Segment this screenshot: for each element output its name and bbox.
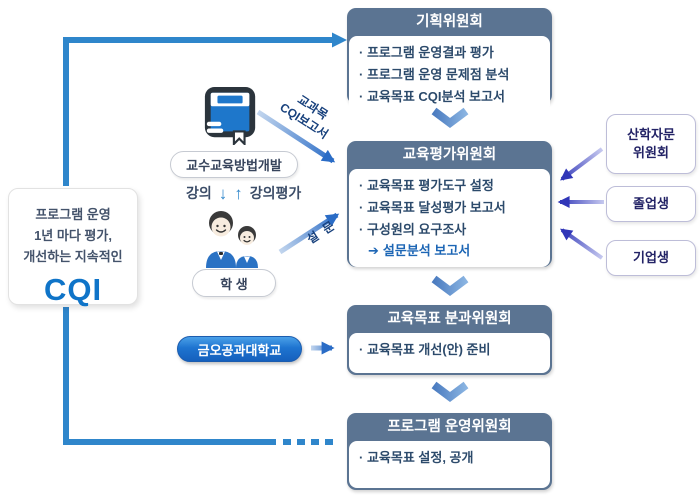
industry-arrow <box>560 228 604 260</box>
arrow-up-icon: ↑ <box>234 183 243 203</box>
cqi-summary-box: 프로그램 운영 1년 마다 평가, 개선하는 지속적인 CQI <box>8 188 138 308</box>
cqi-line: 프로그램 운영 <box>35 207 111 222</box>
survey-arrow <box>278 212 340 255</box>
teaching-method-pill: 교수교육방법개발 <box>170 151 298 178</box>
lecture-label: 강의 <box>186 185 212 201</box>
university-pill: 금오공과대학교 <box>177 336 302 362</box>
students-label: 학 생 <box>220 276 248 292</box>
stakeholder-box-industry: 기업생 <box>606 240 696 276</box>
loop-arrowhead-icon <box>332 32 347 48</box>
chevron-down-icon <box>431 381 469 402</box>
committee-item: 프로그램 운영결과 평가 <box>359 42 540 64</box>
committee-box-planning: 기획위원회 프로그램 운영결과 평가 프로그램 운영 문제점 분석 교육목표 C… <box>347 8 552 114</box>
advisory-arrow <box>560 147 604 181</box>
committee-sub-item-label: 설문분석 보고서 <box>382 243 471 259</box>
committee-item: 교육목표 설정, 공개 <box>359 447 540 469</box>
stakeholder-label: 기업생 <box>633 250 669 266</box>
stakeholder-box-advisory: 산학자문 위원회 <box>606 114 696 174</box>
committee-item: 교육목표 달성평가 보고서 <box>359 197 540 219</box>
stakeholder-box-graduates: 졸업생 <box>606 186 696 222</box>
committee-body: 프로그램 운영결과 평가 프로그램 운영 문제점 분석 교육목표 CQI분석 보… <box>349 36 550 114</box>
committee-box-objectives: 교육목표 분과위원회 교육목표 개선(안) 준비 <box>347 305 552 375</box>
university-label: 금오공과대학교 <box>197 342 282 358</box>
committee-box-operation: 프로그램 운영위원회 교육목표 설정, 공개 <box>347 413 552 490</box>
committee-item: 구성원의 요구조사 <box>359 219 540 241</box>
students-icon <box>206 211 258 268</box>
chevron-down-icon <box>431 107 469 128</box>
committee-title: 기획위원회 <box>416 14 483 30</box>
committee-item: 교육목표 CQI분석 보고서 <box>359 86 540 108</box>
committee-body: 교육목표 평가도구 설정 교육목표 달성평가 보고서 구성원의 요구조사 ➔설문… <box>349 169 550 268</box>
cqi-line: 개선하는 지속적인 <box>23 248 123 264</box>
committee-box-evaluation: 교육평가위원회 교육목표 평가도구 설정 교육목표 달성평가 보고서 구성원의 … <box>347 141 552 268</box>
committee-title: 교육평가위원회 <box>402 147 497 163</box>
cqi-acronym: CQI <box>43 272 103 308</box>
committee-item: 교육목표 평가도구 설정 <box>359 175 540 197</box>
lecture-evaluation-label: 강의평가 <box>249 185 302 201</box>
committee-item: 교육목표 개선(안) 준비 <box>359 339 540 361</box>
committee-body: 교육목표 설정, 공개 <box>349 441 550 488</box>
chevron-down-icon <box>431 275 469 296</box>
committee-title: 교육목표 분과위원회 <box>387 311 512 327</box>
committee-sub-item: ➔설문분석 보고서 <box>359 241 540 262</box>
arrow-down-icon: ↓ <box>218 183 228 203</box>
arrow-right-icon: ➔ <box>368 243 379 259</box>
stakeholder-label: 산학자문 위원회 <box>627 127 675 160</box>
students-pill: 학 생 <box>192 269 276 297</box>
committee-item: 프로그램 운영 문제점 분석 <box>359 64 540 86</box>
stakeholder-label: 졸업생 <box>633 196 669 212</box>
loop-line-bottom <box>63 307 276 445</box>
loop-line-top <box>63 37 332 186</box>
committee-body: 교육목표 개선(안) 준비 <box>349 333 550 373</box>
lecture-exchange: 강의 ↓ ↑ 강의평가 <box>186 183 301 203</box>
committee-title: 프로그램 운영위원회 <box>387 419 512 435</box>
book-icon <box>204 86 256 145</box>
cqi-line: 1년 마다 평가, <box>34 227 112 243</box>
teaching-method-label: 교수교육방법개발 <box>186 158 282 173</box>
course-report-arrow <box>256 109 336 164</box>
